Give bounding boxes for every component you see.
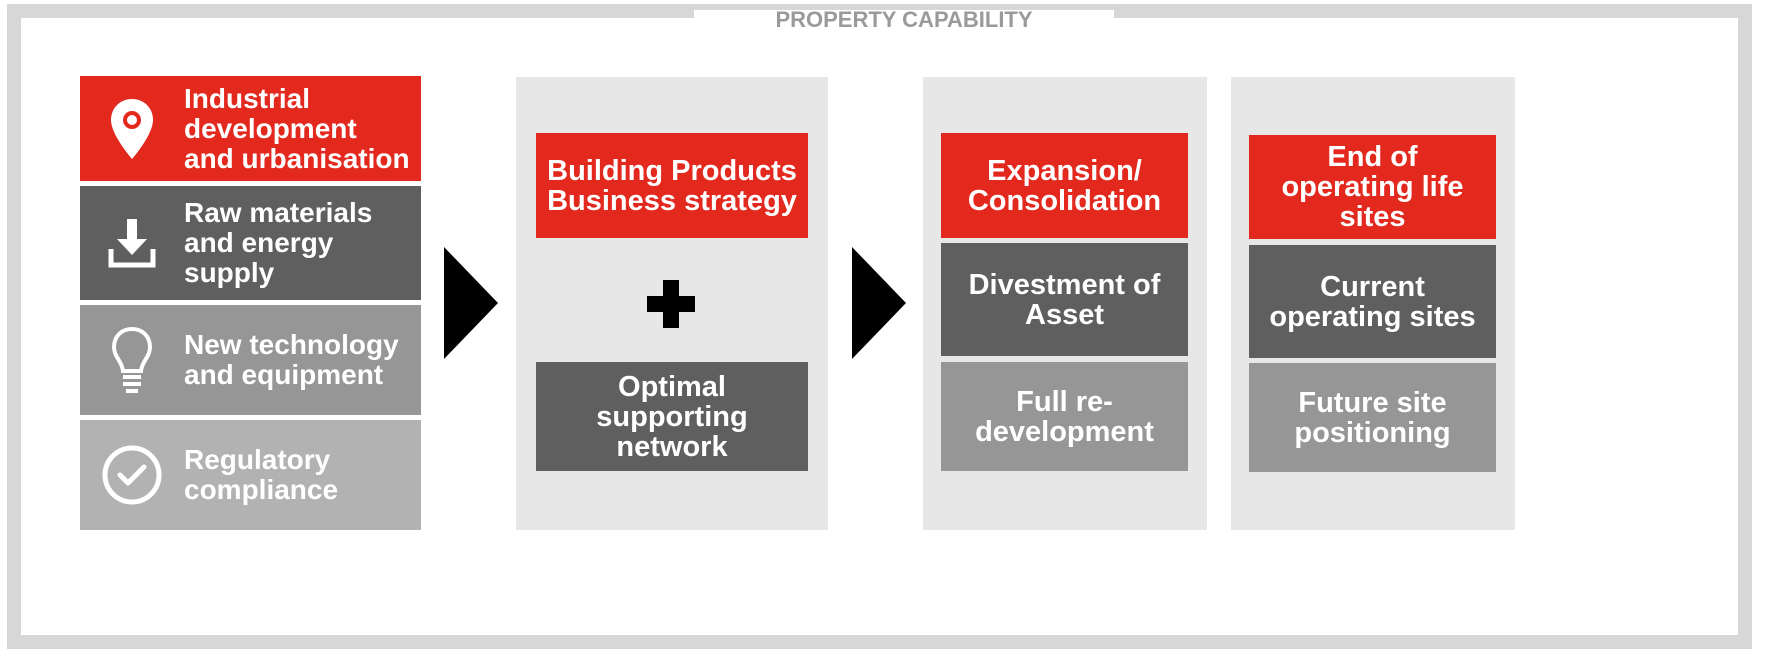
arrow-right-icon (852, 247, 906, 359)
divestment-box: Divestment of Asset (941, 243, 1188, 356)
supporting-network-box: Optimal supporting network (536, 362, 808, 471)
factor-label: Industrial development and urbanisation (184, 82, 410, 174)
strategy-box: Building Products Business strategy (536, 133, 808, 238)
plus-icon (647, 280, 695, 328)
future-positioning-box: Future site positioning (1249, 363, 1496, 472)
download-icon (80, 186, 184, 300)
check-circle-icon (80, 420, 184, 530)
redevelopment-box: Full re-development (941, 362, 1188, 471)
factor-industrial-development: Industrial development and urbanisation (80, 76, 421, 181)
map-pin-icon (80, 76, 184, 181)
end-of-life-box: End of operating life sites (1249, 135, 1496, 239)
current-sites-box: Current operating sites (1249, 245, 1496, 358)
expansion-box: Expansion/ Consolidation (941, 133, 1188, 238)
factor-label: Regulatory compliance (184, 444, 339, 505)
arrow-right-icon (444, 247, 498, 359)
frame-title: PROPERTY CAPABILITY (694, 9, 1114, 38)
factor-label: New technology and equipment (184, 329, 399, 390)
property-capability-frame: PROPERTY CAPABILITY (7, 4, 1752, 649)
factor-regulatory-compliance: Regulatory compliance (80, 420, 421, 530)
factor-new-technology: New technology and equipment (80, 305, 421, 415)
lightbulb-icon (80, 305, 184, 415)
factor-raw-materials: Raw materials and energy supply (80, 186, 421, 300)
factor-label: Raw materials and energy supply (184, 197, 373, 288)
